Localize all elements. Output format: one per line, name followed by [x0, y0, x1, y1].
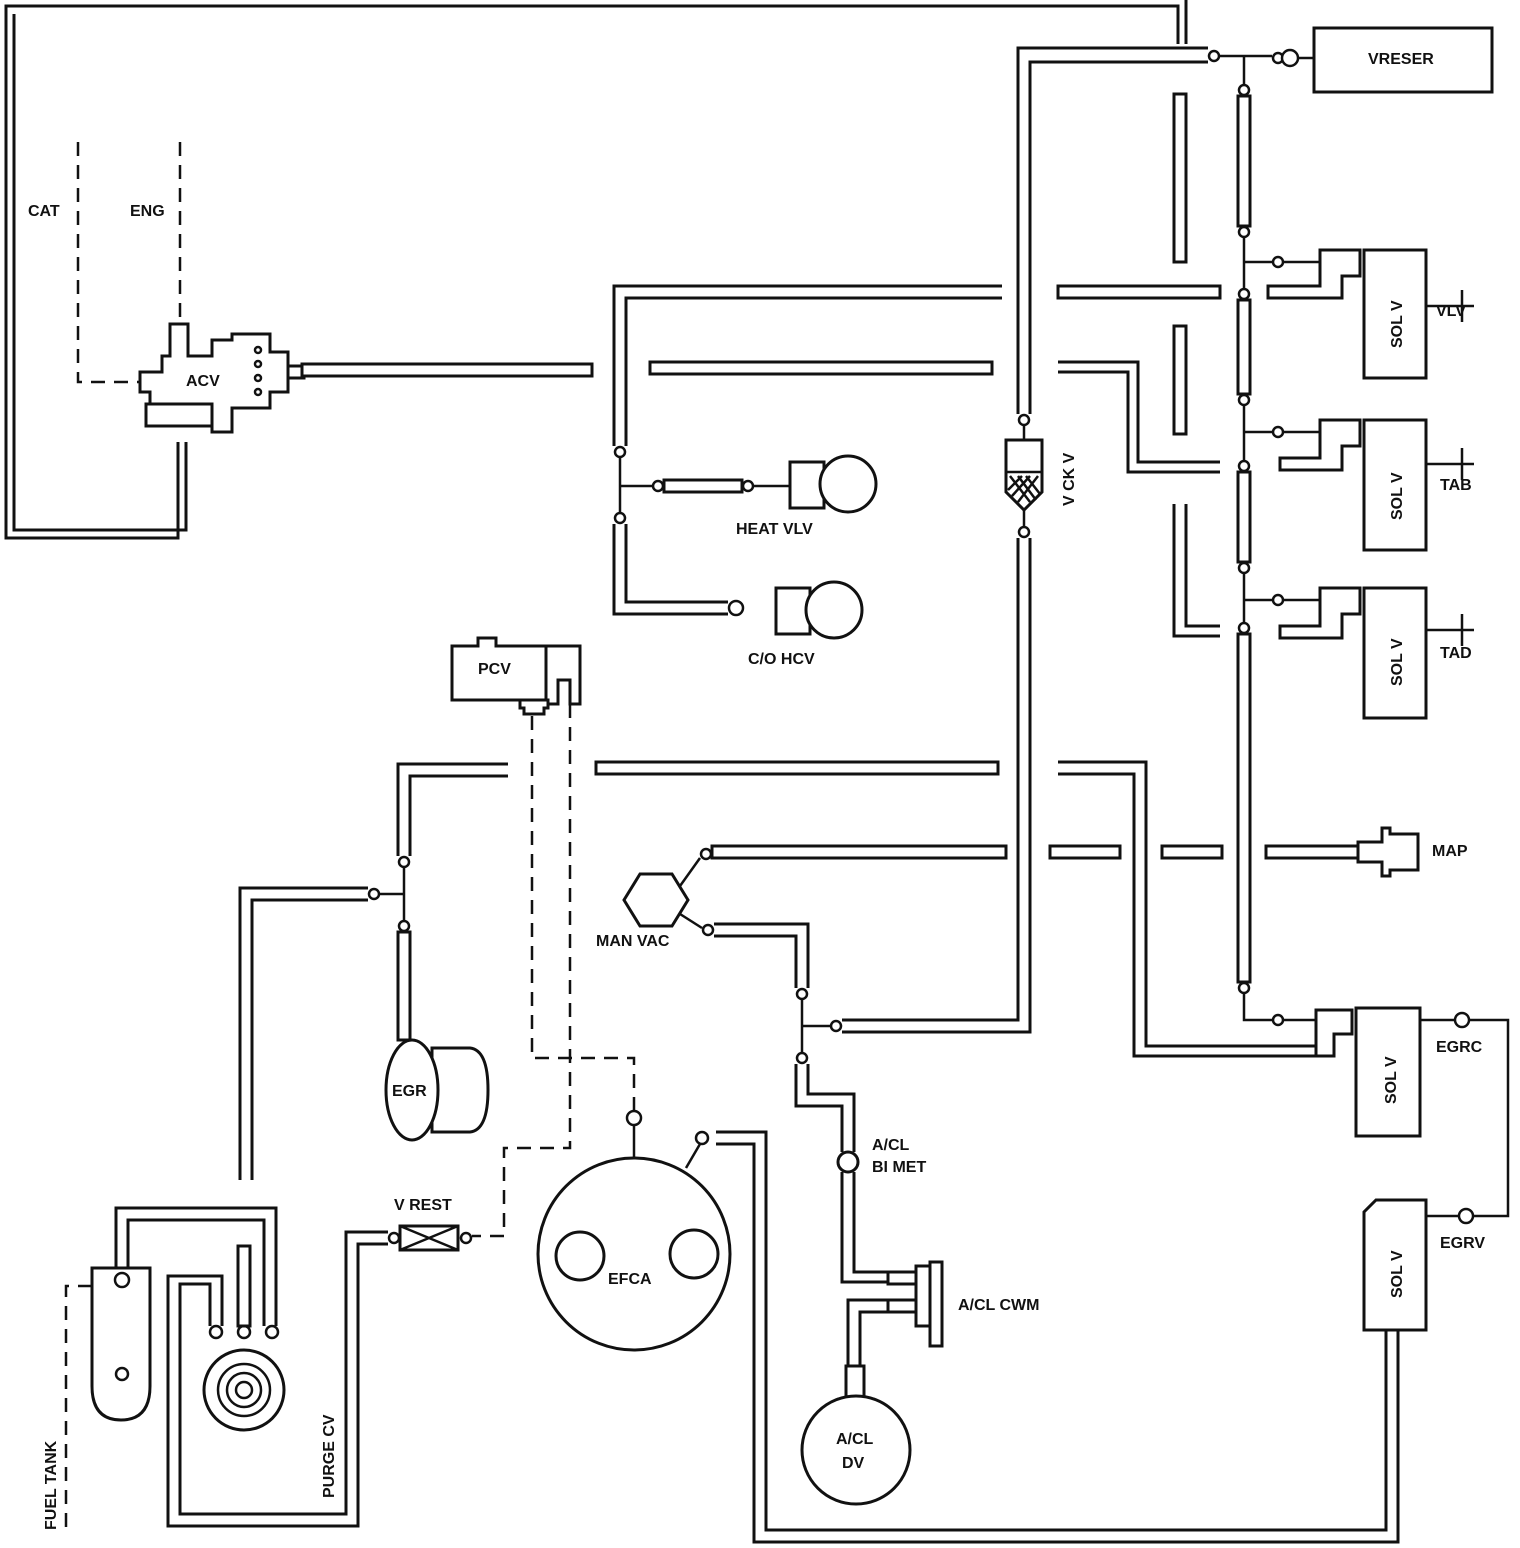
- acl-dv-neck: [844, 1364, 866, 1400]
- map-sensor: [1356, 826, 1420, 878]
- heat-valve-branch: [612, 284, 1002, 617]
- acl-cwm-valve: [886, 1260, 944, 1348]
- sol-v-tab-label: SOL V: [1389, 472, 1406, 520]
- cat-label: CAT: [28, 203, 60, 220]
- sol-v-egrv: [1362, 1198, 1475, 1332]
- tad-label: TAD: [1440, 645, 1472, 662]
- purge-cv-hose: [178, 1230, 388, 1516]
- vreser-label: VRESER: [1368, 51, 1434, 68]
- egr-label: EGR: [392, 1083, 427, 1100]
- acl-bimet-valve: [836, 1150, 860, 1174]
- purge-control-valve: [202, 1244, 286, 1432]
- cat-eng-dashed-lines: [76, 142, 182, 384]
- v-ck-v-check-valve: [1004, 413, 1044, 539]
- acv-hose: [300, 362, 594, 378]
- egrv-label: EGRV: [1440, 1235, 1485, 1252]
- pcv-label: PCV: [478, 661, 511, 678]
- acl-bimet-label-1: A/CL: [872, 1137, 910, 1154]
- sol-v-vlv-label: SOL V: [1389, 300, 1406, 348]
- fuel-tank-separator: [90, 1266, 152, 1422]
- eng-label: ENG: [130, 203, 165, 220]
- egrv-efca-hose: [716, 1130, 1388, 1532]
- acv-outer-hose: [4, 0, 1188, 540]
- sol-v-tad-label: SOL V: [1389, 638, 1406, 686]
- v-rest-restrictor: [387, 1224, 473, 1252]
- heat-vlv-component: [788, 454, 878, 514]
- sol-v-tad: [1271, 586, 1474, 720]
- acl-bimet-label-2: BI MET: [872, 1159, 926, 1176]
- acl-dv-label-1: A/CL: [836, 1431, 874, 1448]
- pcv-dashed-lines: [472, 704, 636, 1238]
- fuel-tank-hose: [114, 1206, 278, 1326]
- egrc-label: EGRC: [1436, 1039, 1483, 1056]
- egr-branch: [238, 762, 508, 1180]
- sol-v-egrc-label: SOL V: [1383, 1056, 1400, 1104]
- efca-label: EFCA: [608, 1271, 652, 1288]
- sol-v-tab: [1271, 418, 1474, 552]
- co-hcv-component: [774, 580, 864, 640]
- co-hcv-label: C/O HCV: [748, 651, 815, 668]
- vckv-upper-hose: [1016, 46, 1208, 414]
- upper-hose-segments: [648, 92, 1222, 638]
- man-vac-lower-hose: [714, 922, 810, 988]
- man-vac-top-hose: [710, 844, 1008, 860]
- efca-canister: [536, 1109, 732, 1352]
- vreser-reservoir: [1312, 26, 1494, 94]
- tab-label: TAB: [1440, 477, 1472, 494]
- map-label: MAP: [1432, 843, 1468, 860]
- acl-cwm-label: A/CL CWM: [958, 1297, 1039, 1314]
- pcv-valve: [450, 636, 582, 716]
- acl-dv-label-2: DV: [842, 1455, 865, 1472]
- egr-valve: [384, 1038, 490, 1142]
- fuel-tank-dashed-line: [64, 1284, 92, 1534]
- vlv-label: VLV: [1436, 303, 1466, 320]
- sol-v-egrv-label: SOL V: [1389, 1250, 1406, 1298]
- purge-cv-label: PURGE CV: [321, 1414, 338, 1498]
- v-rest-label: V REST: [394, 1197, 452, 1214]
- vckv-label: V CK V: [1061, 452, 1078, 506]
- acl-dv-diaphragm: [800, 1394, 912, 1506]
- sol-v-vlv: [1266, 248, 1474, 380]
- fuel-tank-label: FUEL TANK: [43, 1440, 60, 1530]
- man-vac-fitting: [622, 847, 715, 937]
- acv-valve: [138, 322, 306, 434]
- man-vac-label: MAN VAC: [596, 933, 670, 950]
- vckv-lower-hose: [842, 538, 1020, 1022]
- manifold-junction: [794, 987, 856, 1152]
- acv-label: ACV: [186, 373, 220, 390]
- sol-v-egrc: [1271, 1006, 1510, 1218]
- right-vertical-hose: [1236, 56, 1272, 1022]
- heat-vlv-label: HEAT VLV: [736, 521, 813, 538]
- middle-hose-segments: [594, 760, 1360, 1058]
